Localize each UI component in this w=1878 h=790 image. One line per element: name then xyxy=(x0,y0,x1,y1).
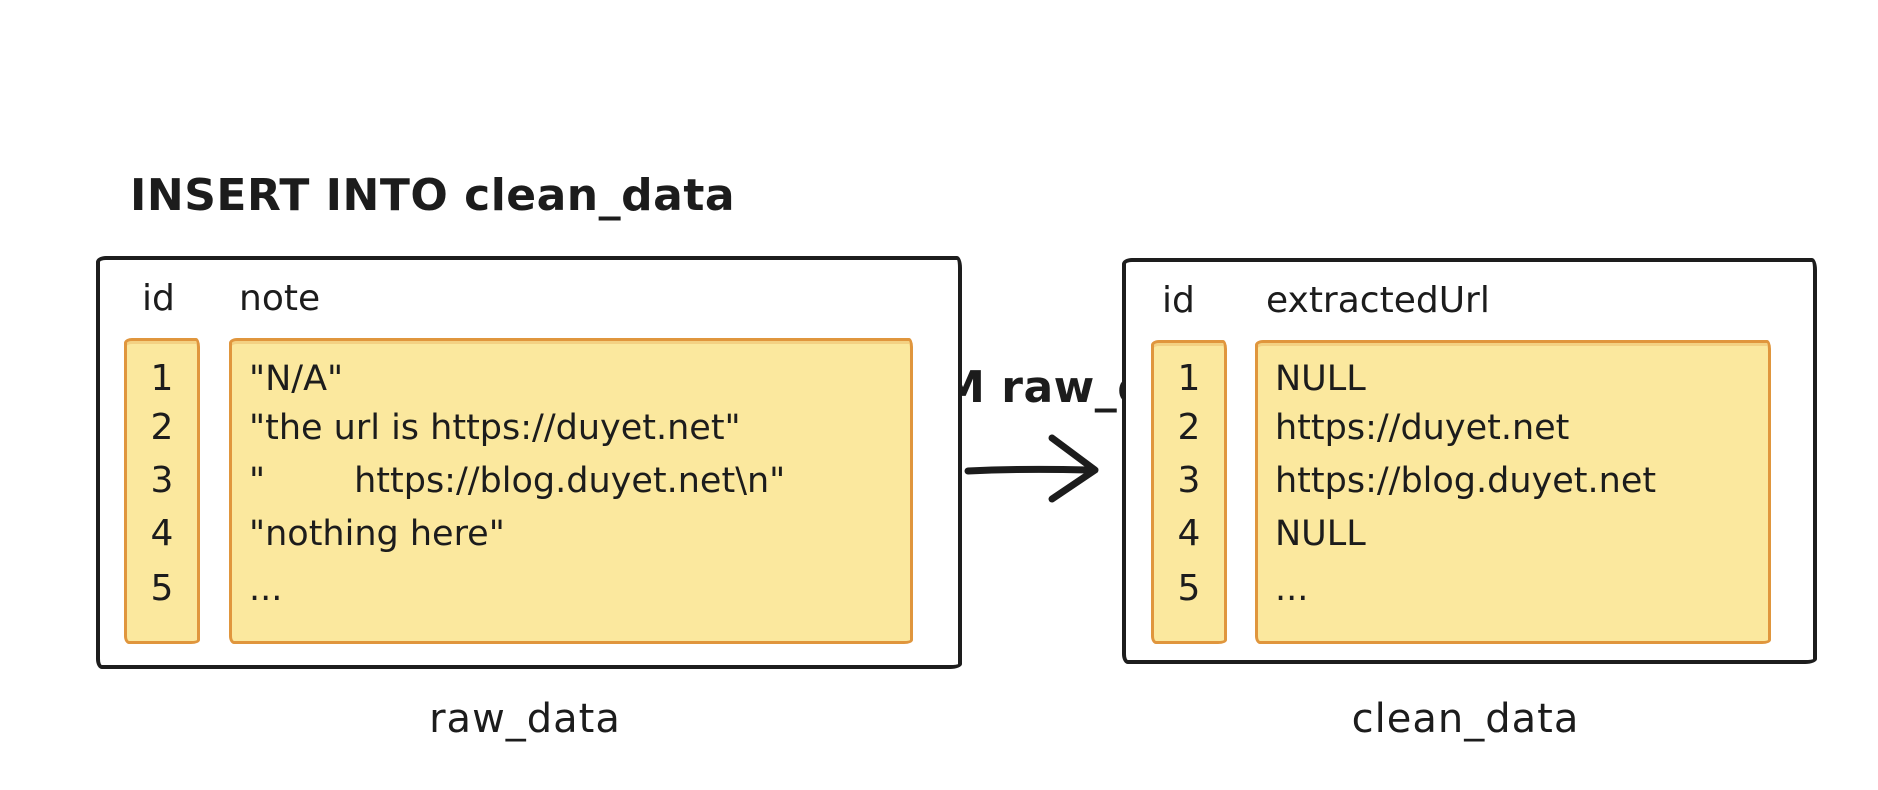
clean-data-url-5: ... xyxy=(1275,569,1309,609)
raw-data-header-id: id xyxy=(142,278,175,319)
raw-data-caption: raw_data xyxy=(429,696,621,742)
raw-data-note-1: "N/A" xyxy=(249,359,344,399)
clean-data-header-id: id xyxy=(1162,280,1195,321)
clean-data-id-3: 3 xyxy=(1177,460,1201,501)
raw-data-id-4: 4 xyxy=(150,513,174,554)
raw-data-note-5: ... xyxy=(249,569,283,609)
clean-data-url-column: NULL https://duyet.net https://blog.duye… xyxy=(1255,340,1771,644)
raw-data-id-column: 1 2 3 4 5 xyxy=(124,338,200,644)
right-arrow-icon xyxy=(964,434,1099,503)
clean-data-url-3: https://blog.duyet.net xyxy=(1275,461,1657,501)
raw-data-header-note: note xyxy=(239,278,321,319)
raw-data-id-2: 2 xyxy=(150,407,174,448)
clean-data-url-2: https://duyet.net xyxy=(1275,408,1570,448)
clean-data-table-box: id extractedUrl 1 2 3 4 5 NULL https://d… xyxy=(1122,258,1817,664)
clean-data-id-column: 1 2 3 4 5 xyxy=(1151,340,1227,644)
raw-data-note-2: "the url is https://duyet.net" xyxy=(249,408,741,448)
clean-data-header-extractedurl: extractedUrl xyxy=(1266,280,1490,321)
transform-arrow xyxy=(960,426,1128,514)
clean-data-url-4: NULL xyxy=(1275,514,1366,554)
clean-data-id-1: 1 xyxy=(1177,358,1201,399)
raw-data-note-column: "N/A" "the url is https://duyet.net" " h… xyxy=(229,338,913,644)
clean-data-id-2: 2 xyxy=(1177,407,1201,448)
clean-data-caption: clean_data xyxy=(1351,696,1580,742)
clean-data-url-1: NULL xyxy=(1275,359,1366,399)
raw-data-id-3: 3 xyxy=(150,460,174,501)
sql-line-insert: INSERT INTO clean_data xyxy=(130,170,736,221)
clean-data-id-5: 5 xyxy=(1177,568,1201,609)
raw-data-note-3: " https://blog.duyet.net\n" xyxy=(249,461,786,501)
clean-data-id-4: 4 xyxy=(1177,513,1201,554)
raw-data-note-4: "nothing here" xyxy=(249,514,505,554)
raw-data-id-5: 5 xyxy=(150,568,174,609)
raw-data-id-1: 1 xyxy=(150,358,174,399)
raw-data-table-box: id note 1 2 3 4 5 "N/A" "the url is http… xyxy=(96,256,962,669)
